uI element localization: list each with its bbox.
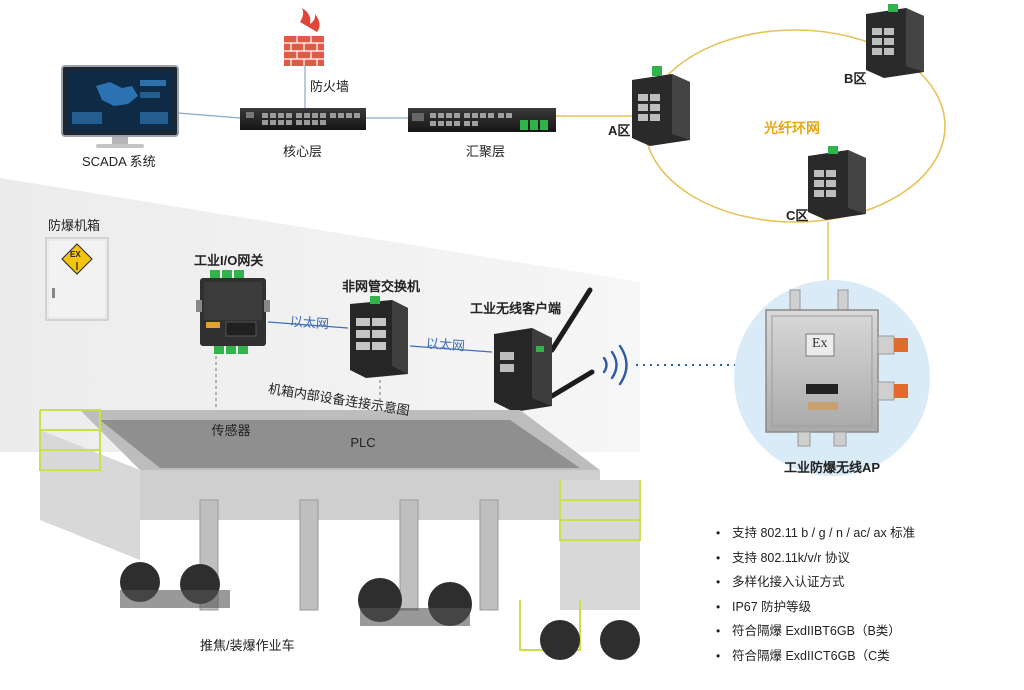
feature-text: 符合隔爆 ExdIIBT6GB（B类）: [732, 624, 901, 638]
sensor-label: 传感器: [211, 423, 251, 438]
feature-text: 符合隔爆 ExdIICT6GB（C类: [732, 648, 890, 663]
feature-item: • 支持 802.11k/v/r 协议: [716, 546, 915, 571]
io-gateway-icon: [196, 270, 270, 354]
wireless-client-label: 工业无线客户端: [470, 301, 562, 316]
bullet-icon: •: [716, 575, 721, 589]
bullet-icon: •: [716, 550, 721, 565]
zone-b-label: B区: [844, 71, 867, 86]
aggregation-switch-icon: [408, 108, 556, 132]
vehicle-label: 推焦/装爆作业车: [200, 638, 295, 653]
firewall-label: 防火墙: [310, 79, 350, 94]
feature-item: • IP67 防护等级: [716, 595, 915, 620]
feature-text: IP67 防护等级: [732, 599, 812, 614]
feature-text: 支持 802.11 b / g / n / ac/ ax 标准: [732, 526, 916, 540]
io-gateway-label: 工业I/O网关: [194, 253, 264, 268]
scada-core-link: [177, 112, 241, 119]
bullet-icon: •: [716, 624, 721, 638]
ethernet-label-2: 以太网: [425, 335, 466, 354]
zone-a-switch-icon: [632, 66, 690, 146]
explosion-proof-cabinet-icon: [45, 237, 109, 321]
unmanaged-switch-icon: [350, 296, 408, 378]
feature-item: • 符合隔爆 ExdIICT6GB（C类: [716, 644, 915, 669]
cabinet-interior-band: [0, 178, 640, 452]
feature-item: • 支持 802.11 b / g / n / ac/ ax 标准: [716, 521, 915, 546]
zone-b-switch-icon: [866, 4, 924, 78]
explosion-proof-ap-icon: [765, 289, 908, 447]
aggregation-layer-label: 汇聚层: [466, 144, 506, 159]
bullet-icon: •: [716, 526, 721, 540]
ap-label: 工业防爆无线AP: [784, 460, 881, 475]
core-switch-icon: [240, 108, 366, 130]
ex-mark-label: Ex: [812, 336, 828, 351]
fiber-ring-label: 光纤环网: [764, 120, 820, 136]
feature-item: • 符合隔爆 ExdIIBT6GB（B类）: [716, 619, 915, 644]
cabinet-label: 防爆机箱: [48, 218, 101, 233]
plc-label: PLC: [350, 435, 376, 450]
coke-pushing-vehicle-icon: [39, 409, 641, 660]
zone-c-switch-icon: [808, 146, 866, 220]
core-layer-label: 核心层: [283, 144, 323, 159]
feature-text: 支持 802.11k/v/r 协议: [732, 550, 850, 565]
firewall-icon: [284, 8, 324, 66]
wifi-signal-icon: [602, 344, 628, 386]
bullet-icon: •: [716, 648, 721, 663]
ethernet-label-1: 以太网: [289, 313, 330, 332]
ex-sign-label: EX: [70, 250, 81, 259]
scada-monitor-icon: [61, 65, 179, 148]
feature-list: • 支持 802.11 b / g / n / ac/ ax 标准 • 支持 802…: [716, 521, 915, 668]
zone-c-label: C区: [786, 208, 809, 223]
feature-item: • 多样化接入认证方式: [716, 570, 915, 595]
wireless-client-icon: [494, 287, 595, 412]
feature-text: 多样化接入认证方式: [732, 575, 845, 589]
switch-label: 非网管交换机: [342, 279, 421, 294]
switch-client-ethernet-link: [409, 345, 493, 353]
zone-a-label: A区: [608, 123, 631, 138]
scada-label: SCADA 系统: [82, 154, 156, 169]
gateway-switch-ethernet-link: [267, 321, 349, 329]
bullet-icon: •: [716, 599, 721, 614]
